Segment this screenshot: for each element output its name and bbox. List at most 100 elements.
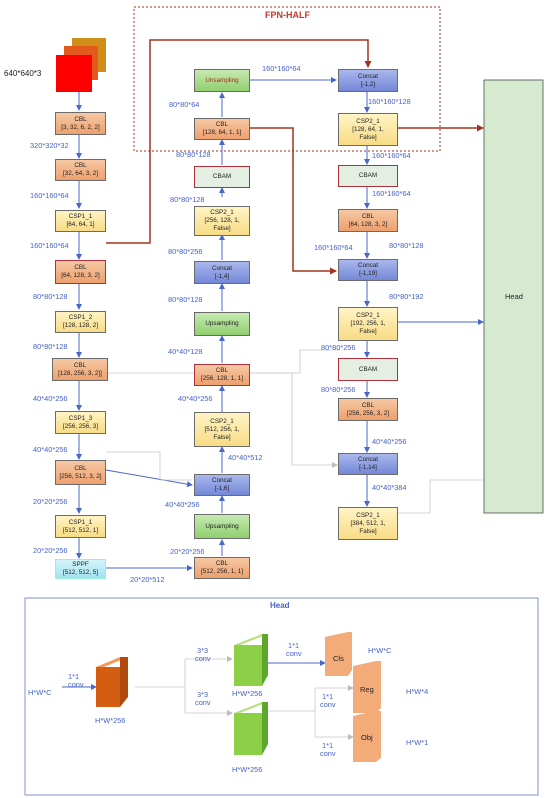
- cls-shape: [325, 632, 352, 676]
- dim-label: 80*80*128: [33, 292, 68, 301]
- obj-shape: [353, 711, 381, 762]
- pan-cbl-2: CBL[256, 256, 3, 2]: [338, 398, 398, 421]
- pan-cbl-1: CBL[64, 128, 3, 2]: [338, 209, 398, 232]
- backbone-cbl-3: CBL[64, 128, 3, 2]: [55, 260, 106, 284]
- dim-label: 40*40*128: [168, 347, 203, 356]
- feature-label: H*W*256: [232, 689, 263, 698]
- dim-label: 160*160*64: [30, 241, 69, 250]
- dim-label: 40*40*256: [33, 445, 68, 454]
- dim-label: 40*40*256: [33, 394, 68, 403]
- pan-csp2-1: CSP2_1[128, 64, 1,False]: [338, 113, 398, 146]
- head-label: Head: [505, 292, 523, 301]
- pan-concat-2: Concat[-1,19]: [338, 259, 398, 281]
- head-feature-green-1: [234, 645, 262, 686]
- pan-cbam-2: CBAM: [338, 358, 398, 381]
- dim-label: 80*80*256: [321, 343, 356, 352]
- backbone-csp1-3: CSP1_3[256, 256, 3]: [55, 411, 106, 434]
- dim-label: 40*40*256: [165, 500, 200, 509]
- conv-label: conv: [195, 698, 211, 707]
- dim-label: 80*80*128: [176, 150, 211, 159]
- output-label: H*W*C: [368, 646, 392, 655]
- dim-label: 80*80*128: [33, 342, 68, 351]
- neck-csp2-2: CSP2_1[512, 256, 1,False]: [194, 412, 250, 447]
- dim-label: 160*160*64: [314, 243, 353, 252]
- conv-label: 1*1: [322, 692, 334, 701]
- conv-label: conv: [68, 680, 84, 689]
- dim-label: 80*80*128: [170, 195, 205, 204]
- backbone-sppf: SPPF[512, 512, 5]: [55, 559, 106, 579]
- pan-cbam-1: CBAM: [338, 165, 398, 187]
- neck-concat-2: Concat[-1,6]: [194, 474, 250, 496]
- backbone-cbl-4: CBL[128, 256, 3, 2]]: [52, 358, 108, 381]
- head-feature-green-2: [234, 713, 262, 755]
- dim-label: 160*160*64: [30, 191, 69, 200]
- backbone-csp1-1: CSP1_1[64, 64, 1]: [55, 210, 106, 232]
- neck-cbl-3: CBL[512, 256, 1, 1]: [194, 557, 250, 579]
- input-layer-front: [56, 55, 92, 92]
- neck-upsampling-1: Upsampling: [194, 312, 250, 336]
- dim-label: 320*320*32: [30, 141, 69, 150]
- neck-csp2-1: CSP2_1[256, 128, 1,False]: [194, 206, 250, 236]
- dim-label: 40*40*256: [372, 437, 407, 446]
- cls-label: Cls: [333, 654, 344, 663]
- dim-label: 80*80*256: [321, 385, 356, 394]
- dim-label: 20*20*256: [33, 497, 68, 506]
- conv-label: conv: [320, 749, 336, 758]
- feature-label: H*W*256: [232, 765, 263, 774]
- head-feature-front: [96, 667, 120, 707]
- head-block: [483, 79, 544, 514]
- conv-label: conv: [320, 700, 336, 709]
- head-panel-frame: [24, 597, 539, 796]
- neck-concat-1: Concat[-1,4]: [194, 261, 250, 284]
- conv-label: 1*1: [322, 741, 334, 750]
- pan-csp2-2: CSP2_1[192, 256, 1,False]: [338, 307, 398, 341]
- neck-unsampling: Unsampling: [194, 69, 250, 92]
- backbone-csp1-4: CSP1_1[512, 512, 1]: [55, 515, 106, 538]
- reg-label: Reg: [360, 685, 374, 694]
- pan-concat-3: Concat[-1,14]: [338, 453, 398, 475]
- conv-label: 1*1: [68, 672, 80, 681]
- output-label: H*W*4: [406, 687, 429, 696]
- dim-label: 160*160*64: [372, 151, 411, 160]
- dim-label: 80*80*64: [169, 100, 200, 109]
- dim-label: 80*80*256: [168, 247, 203, 256]
- output-label: H*W*1: [406, 738, 429, 747]
- dim-label: 20*20*512: [130, 575, 165, 584]
- neck-cbl-1: CBL[128, 64, 1, 1]: [194, 118, 250, 140]
- neck-cbl-2: CBL[256, 128, 1, 1]: [194, 364, 250, 386]
- dim-label: 160*160*64: [372, 189, 411, 198]
- dim-label: 80*80*128: [168, 295, 203, 304]
- backbone-csp1-2: CSP1_2[128, 128, 2]: [55, 311, 106, 333]
- head-panel-title: Head: [270, 601, 290, 610]
- head-input-label: H*W*C: [28, 688, 52, 697]
- dim-label: 20*20*256: [170, 547, 205, 556]
- input-size-label: 640*640*3: [4, 69, 42, 78]
- obj-label: Obj: [361, 733, 373, 742]
- backbone-cbl-1: CBL[3, 32, 6, 2, 2]: [55, 112, 106, 135]
- pan-concat-1: Concat[-1,2]: [338, 69, 398, 92]
- backbone-cbl-2: CBL[32, 64, 3, 2]: [55, 159, 106, 181]
- backbone-cbl-5: CBL[256, 512, 3, 2]: [55, 460, 106, 485]
- dim-label: 40*40*256: [178, 394, 213, 403]
- fpn-half-frame: [133, 6, 441, 152]
- dim-label: 40*40*384: [372, 483, 407, 492]
- dim-label: 160*160*128: [368, 97, 411, 106]
- conv-label: conv: [286, 649, 302, 658]
- reg-shape: [353, 661, 381, 713]
- head-feature-side: [120, 657, 128, 707]
- pan-csp2-3: CSP2_1[384, 512, 1,False]: [338, 507, 398, 540]
- dim-label: 160*160*64: [262, 64, 301, 73]
- conv-label: 3*3: [197, 646, 209, 655]
- neck-cbam: CBAM: [194, 166, 250, 188]
- conv-label: 1*1: [288, 641, 300, 650]
- fpn-half-title: FPN-HALF: [265, 10, 310, 20]
- dim-label: 40*40*512: [228, 453, 263, 462]
- dim-label: 20*20*256: [33, 546, 68, 555]
- conv-label: conv: [195, 654, 211, 663]
- feature-label: H*W*256: [95, 716, 126, 725]
- neck-upsampling-2: Upsampling: [194, 514, 250, 539]
- conv-label: 3*3: [197, 690, 209, 699]
- dim-label: 80*80*192: [389, 292, 424, 301]
- dim-label: 80*80*128: [389, 241, 424, 250]
